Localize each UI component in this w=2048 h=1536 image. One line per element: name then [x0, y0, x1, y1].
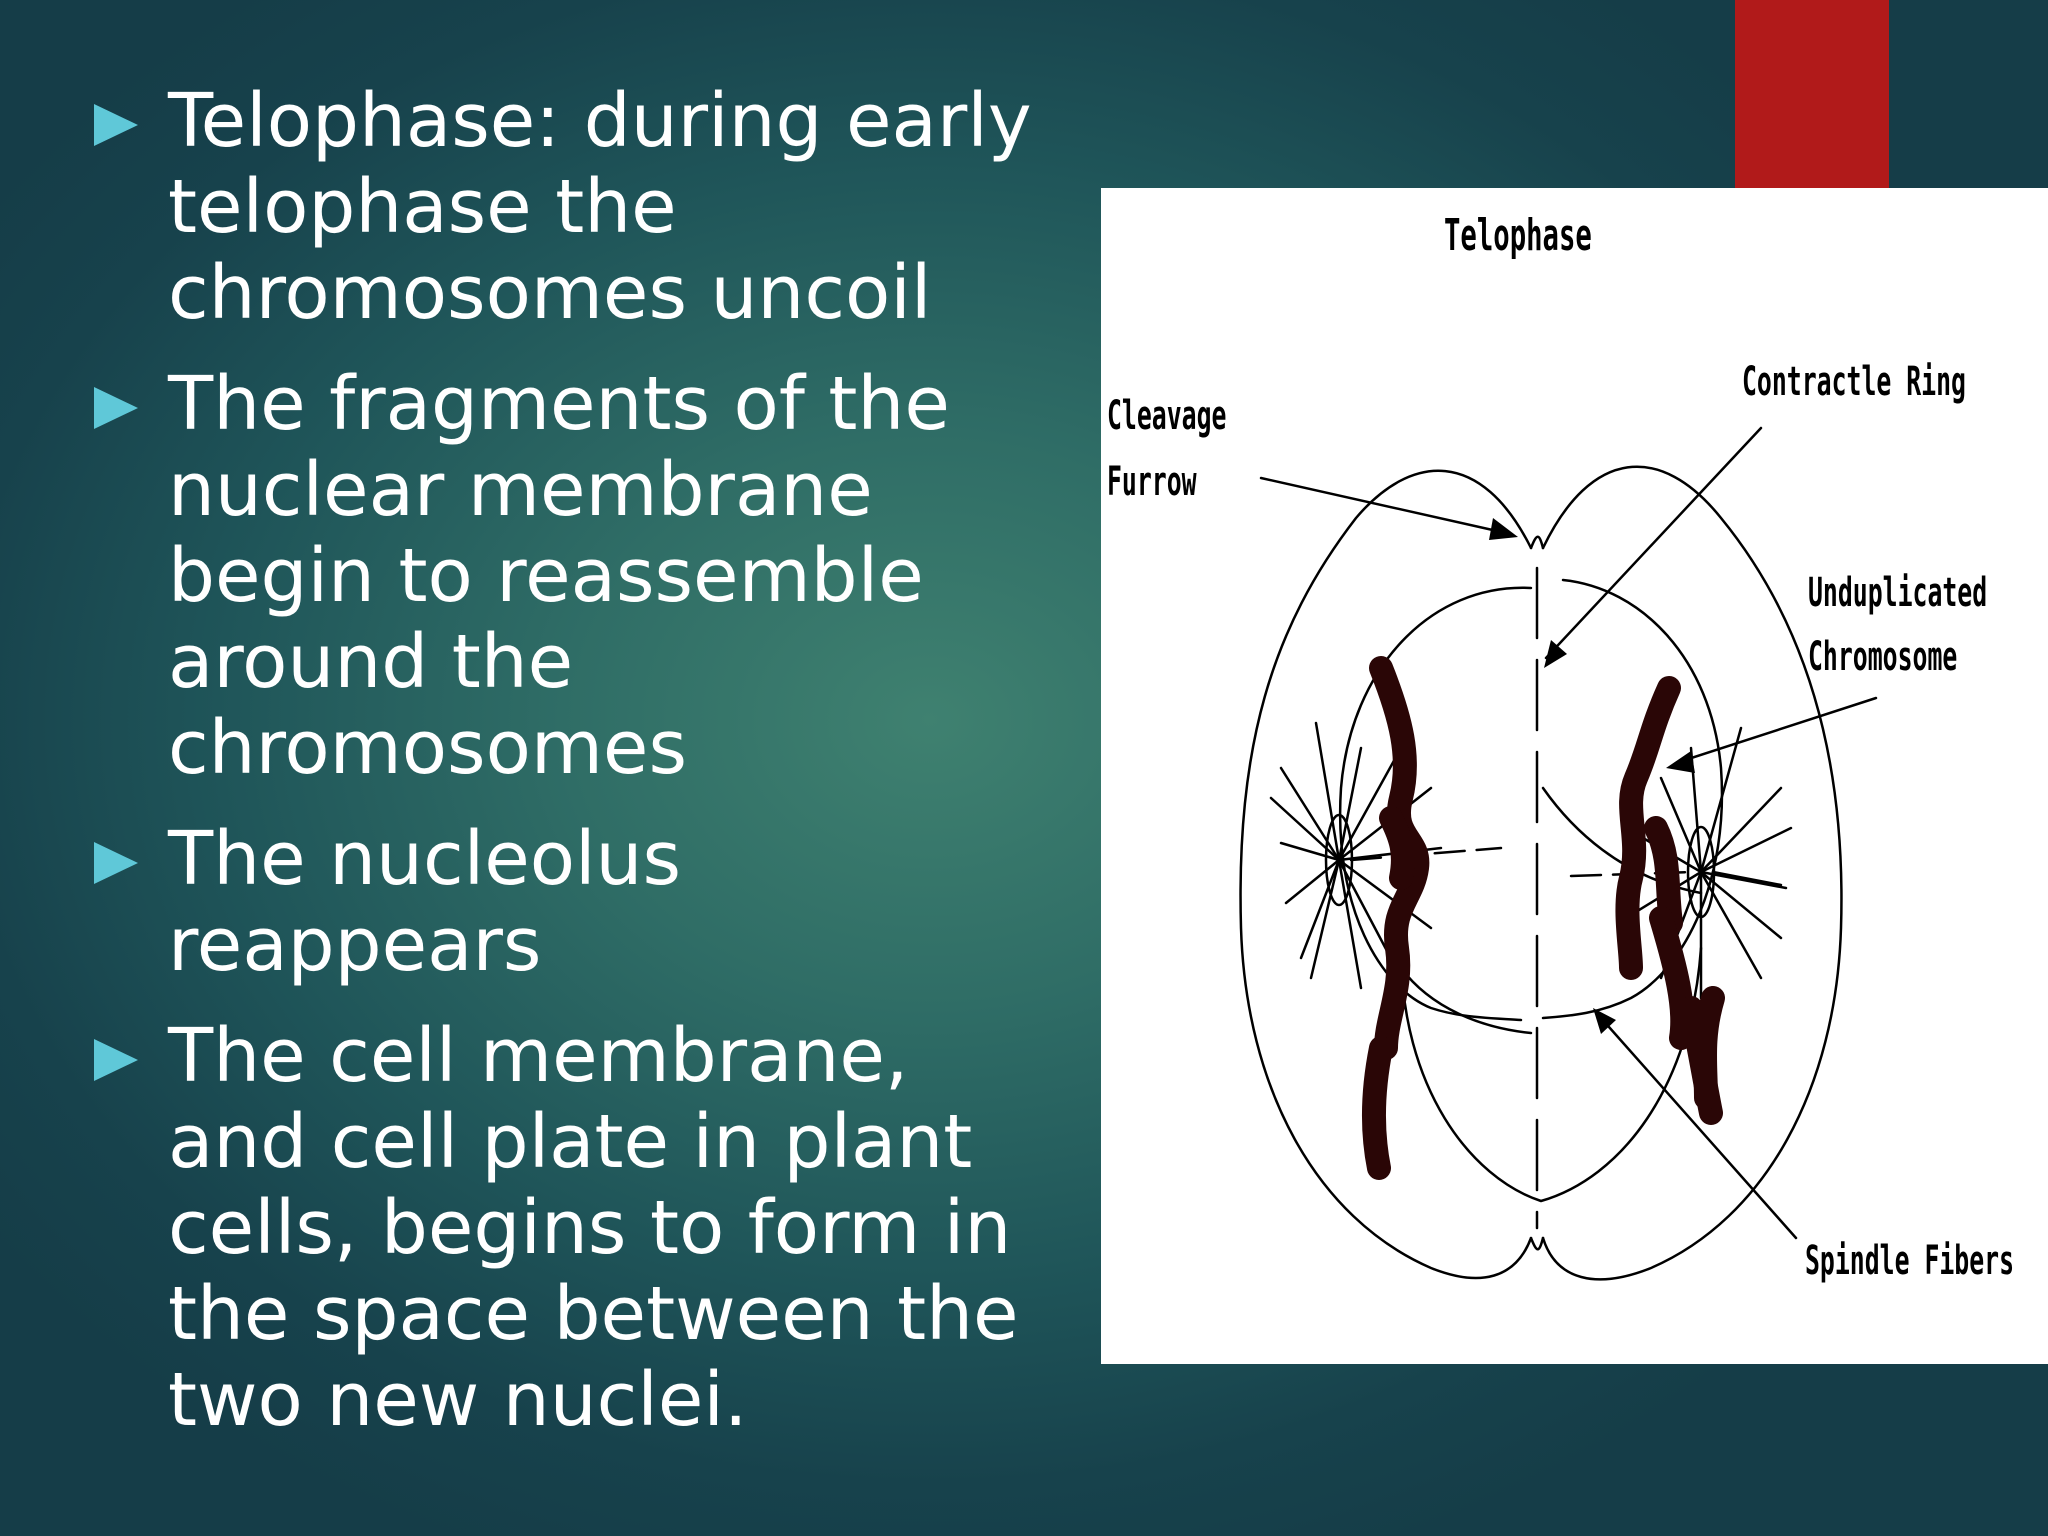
chromosome-left-stub [1379, 806, 1415, 890]
chromosome-left-lower [1361, 1036, 1393, 1180]
cleavage-label-line1: Cleavage [1107, 393, 1227, 439]
chromosome-left-upper [1369, 656, 1430, 1060]
bullet-item: Telophase: during early telophase the ch… [94, 78, 1054, 336]
triangle-bullet-icon [94, 1039, 138, 1081]
bullet-item: The cell membrane, and cell plate in pla… [94, 1013, 1054, 1443]
contractile-ring-label: Contractle Ring [1742, 359, 1966, 405]
triangle-bullet-icon [94, 104, 138, 146]
spindle-arrowhead [1593, 1008, 1616, 1034]
nuclear-envelope-right [1541, 578, 1724, 1020]
spindle-pointer [1599, 1016, 1798, 1240]
cell-membrane-right [1541, 465, 1843, 1281]
bullet-list: Telophase: during early telophase the ch… [94, 78, 1054, 1468]
triangle-bullet-icon [94, 842, 138, 884]
accent-bar [1735, 0, 1889, 188]
cell-membrane-left [1239, 469, 1533, 1280]
unduplicated-label-line2: Chromosome [1808, 634, 1958, 680]
nuclear-envelope-left [1338, 586, 1533, 1022]
bullet-text: Telophase: during early telophase the ch… [168, 78, 1032, 336]
unduplicated-label-line1: Unduplicated [1808, 570, 1988, 616]
spindle-fibers-label: Spindle Fibers [1805, 1238, 2015, 1284]
telophase-diagram: Telophase Contractle Ring Cleavage Furro… [1101, 188, 2048, 1364]
chromosome-right-upper [1615, 676, 1681, 980]
chromosome-right-lower [1649, 906, 1695, 1050]
lower-envelope [1399, 946, 1703, 1203]
cleavage-pointer [1259, 476, 1508, 535]
cleavage-pinch-bottom [1529, 1236, 1545, 1251]
inner-curve-left [1399, 966, 1533, 1035]
bullet-text: The nucleolus reappears [168, 816, 682, 988]
bullet-item: The fragments of the nuclear membrane be… [94, 361, 1054, 791]
cleavage-pinch-top [1529, 535, 1545, 550]
cleavage-arrowhead [1489, 518, 1518, 540]
cleavage-label-line2: Furrow [1107, 459, 1197, 505]
chromosome-pointer [1674, 696, 1878, 765]
bullet-text: The cell membrane, and cell plate in pla… [168, 1013, 1019, 1443]
bullet-text: The fragments of the nuclear membrane be… [168, 361, 950, 791]
telophase-drawing [1239, 426, 1878, 1281]
contractile-pointer [1544, 426, 1763, 660]
chromosome-right-stub [1692, 986, 1725, 1110]
figure-title: Telophase [1444, 210, 1592, 261]
triangle-bullet-icon [94, 387, 138, 429]
contractile-arrowhead [1544, 640, 1567, 668]
chromosome-arrowhead [1666, 751, 1695, 773]
bullet-item: The nucleolus reappears [94, 816, 1054, 988]
